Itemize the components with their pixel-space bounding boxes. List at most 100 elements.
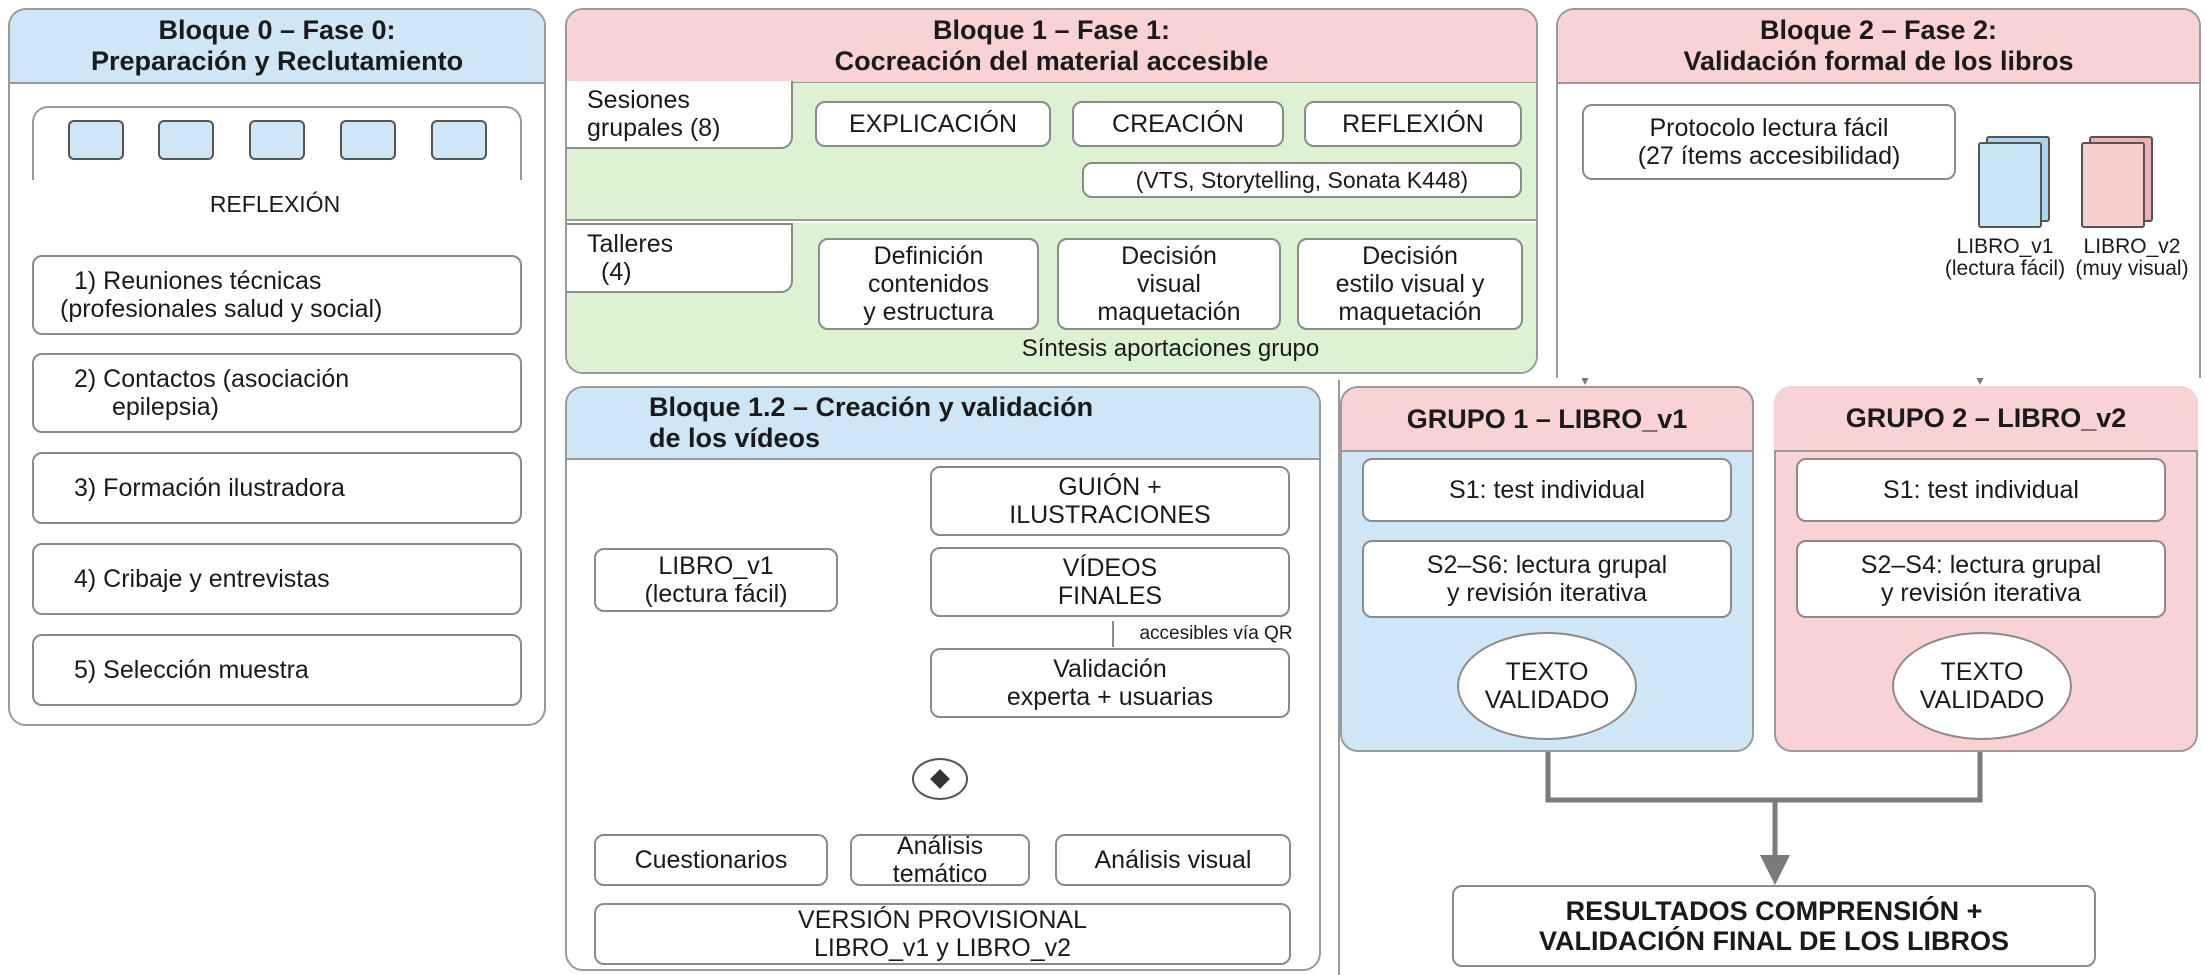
libro-v1-line2: (lectura fácil) — [644, 580, 788, 608]
guion-line2: ILUSTRACIONES — [1009, 501, 1211, 529]
timeline-box-4 — [340, 120, 396, 160]
timeline-reflexion-label: REFLEXIÓN — [209, 191, 341, 217]
qr-label: accesibles vía QR — [1112, 621, 1316, 647]
timeline-box-3 — [249, 120, 305, 160]
block12-title-line1: Bloque 1.2 – Creación y validación — [649, 392, 1094, 422]
definicion-line2: contenidos — [868, 270, 989, 298]
group2-s1-box: S1: test individual — [1796, 458, 2166, 522]
resultados-box: RESULTADOS COMPRENSIÓN + VALIDACIÓN FINA… — [1452, 885, 2096, 967]
group1-s2-line2: y revisión iterativa — [1446, 579, 1648, 607]
definicion-line3: y estructura — [863, 298, 994, 326]
version-line1: VERSIÓN PROVISIONAL — [798, 906, 1087, 934]
videos-box: VÍDEOS FINALES — [930, 547, 1290, 617]
sintesis-label: Síntesis aportaciones grupo — [1021, 335, 1320, 362]
block0-item-2-line2: epilepsia) — [112, 393, 220, 421]
cuestionarios-text: Cuestionarios — [634, 846, 788, 874]
validacion-line2: experta + usuarias — [1006, 683, 1214, 711]
block1-title-line2: Cocreación del material accesible — [834, 46, 1269, 76]
group2-s2-box: S2–S4: lectura grupal y revisión iterati… — [1796, 540, 2166, 618]
group1-texto-line2: VALIDADO — [1484, 686, 1610, 714]
analisis-visual-box: Análisis visual — [1055, 834, 1291, 886]
block2-header: Bloque 2 – Fase 2: Validación formal de … — [1558, 10, 2199, 84]
decision-visual-box: Decisión visual maquetación — [1057, 238, 1281, 330]
definicion-line1: Definición — [873, 242, 984, 270]
timeline-box-5 — [431, 120, 487, 160]
tematico-line1: Análisis — [896, 832, 984, 860]
block0-item-3: 3) Formación ilustradora — [32, 452, 522, 524]
validacion-box: Validación experta + usuarias — [930, 648, 1290, 718]
version-box: VERSIÓN PROVISIONAL LIBRO_v1 y LIBRO_v2 — [594, 903, 1291, 965]
sesiones-label: Sesiones grupales (8) — [567, 81, 793, 149]
block2-frame-left — [1338, 380, 1340, 975]
talleres-line2: (4) — [601, 258, 632, 286]
libro-v1-box: LIBRO_v1 (lectura fácil) — [594, 548, 838, 612]
sesiones-line2: grupales (8) — [587, 114, 721, 142]
group1-s1-box: S1: test individual — [1362, 458, 1732, 522]
protocolo-line1: Protocolo lectura fácil — [1649, 114, 1889, 142]
methods-text: (VTS, Storytelling, Sonata K448) — [1135, 167, 1469, 193]
videos-line2: FINALES — [1057, 582, 1163, 610]
reflexion-text: REFLEXIÓN — [1342, 110, 1484, 138]
methods-box: (VTS, Storytelling, Sonata K448) — [1082, 162, 1522, 198]
book-v2-label: LIBRO_v2 (muy visual) — [2062, 236, 2202, 280]
version-line2: LIBRO_v1 y LIBRO_v2 — [813, 934, 1072, 962]
block0-item-4: 4) Cribaje y entrevistas — [32, 543, 522, 615]
resultados-line2: VALIDACIÓN FINAL DE LOS LIBROS — [1538, 926, 2009, 956]
book-v2-icon — [2081, 136, 2153, 228]
diamond-icon — [930, 769, 950, 789]
block2-title-line1: Bloque 2 – Fase 2: — [1759, 15, 1998, 45]
block2-title-line2: Validación formal de los libros — [1683, 46, 2074, 76]
timeline-frame — [32, 106, 522, 180]
block1-header: Bloque 1 – Fase 1: Cocreación del materi… — [567, 10, 1536, 84]
book-v2-line2: (muy visual) — [2075, 257, 2189, 280]
creacion-box: CREACIÓN — [1072, 101, 1284, 147]
block0-item-5-line1: 5) Selección muestra — [74, 656, 309, 684]
talleres-label: Talleres (4) — [567, 223, 793, 293]
timeline-box-1 — [68, 120, 124, 160]
timeline-box-2 — [158, 120, 214, 160]
block0-title-line1: Bloque 0 – Fase 0: — [158, 15, 396, 45]
group1-s2-box: S2–S6: lectura grupal y revisión iterati… — [1362, 540, 1732, 618]
decision-visual-line2: visual — [1137, 270, 1201, 298]
block0-item-1-line2: (profesionales salud y social) — [60, 295, 383, 323]
block0-title-line2: Preparación y Reclutamiento — [90, 46, 464, 76]
block0-item-2-line1: 2) Contactos (asociación — [74, 365, 350, 393]
group1-texto-line1: TEXTO — [1505, 658, 1589, 686]
book-v2-line1: LIBRO_v2 — [2083, 235, 2181, 258]
decision-visual-line3: maquetación — [1097, 298, 1241, 326]
creacion-text: CREACIÓN — [1112, 110, 1244, 138]
group2-title: GRUPO 2 – LIBRO_v2 — [1845, 402, 2127, 433]
decision-estilo-box: Decisión estilo visual y maquetación — [1297, 238, 1523, 330]
decision-visual-line1: Decisión — [1121, 242, 1217, 270]
definicion-box: Definición contenidos y estructura — [818, 238, 1039, 330]
group1-s2-line1: S2–S6: lectura grupal — [1426, 551, 1668, 579]
talleres-line1: Talleres — [587, 230, 674, 258]
block12-header: Bloque 1.2 – Creación y validación de lo… — [567, 388, 1319, 460]
block0-header: Bloque 0 – Fase 0: Preparación y Recluta… — [10, 10, 544, 84]
merge-node — [912, 758, 968, 800]
guion-box: GUIÓN + ILUSTRACIONES — [930, 466, 1290, 536]
decision-estilo-line3: maquetación — [1338, 298, 1482, 326]
explicacion-text: EXPLICACIÓN — [848, 110, 1018, 138]
tematico-box: Análisis temático — [850, 832, 1030, 888]
group1-header: GRUPO 1 – LIBRO_v1 — [1340, 386, 1754, 452]
group1-texto-validado: TEXTO VALIDADO — [1457, 632, 1637, 740]
group2-texto-validado: TEXTO VALIDADO — [1892, 632, 2072, 740]
cuestionarios-box: Cuestionarios — [594, 834, 828, 886]
explicacion-box: EXPLICACIÓN — [815, 101, 1051, 147]
book-v1-icon — [1978, 136, 2050, 228]
protocolo-box: Protocolo lectura fácil (27 ítems accesi… — [1582, 104, 1956, 180]
book-v1-line1: LIBRO_v1 — [1956, 235, 2054, 258]
tematico-line2: temático — [892, 860, 988, 888]
block0-item-2: 2) Contactos (asociación epilepsia) — [32, 353, 522, 433]
block12-title-line2: de los vídeos — [649, 423, 821, 453]
block0-item-3-line1: 3) Formación ilustradora — [74, 474, 345, 502]
group2-header: GRUPO 2 – LIBRO_v2 — [1774, 386, 2198, 452]
book-v1-line2: (lectura fácil) — [1944, 257, 2066, 280]
group2-s2-line1: S2–S4: lectura grupal — [1860, 551, 2102, 579]
libro-v1-line1: LIBRO_v1 — [658, 552, 774, 580]
block0-item-1-line1: 1) Reuniones técnicas — [74, 267, 322, 295]
block0-item-1: 1) Reuniones técnicas (profesionales sal… — [32, 255, 522, 335]
group1-s1-text: S1: test individual — [1449, 476, 1645, 504]
analisis-visual-text: Análisis visual — [1094, 846, 1252, 874]
